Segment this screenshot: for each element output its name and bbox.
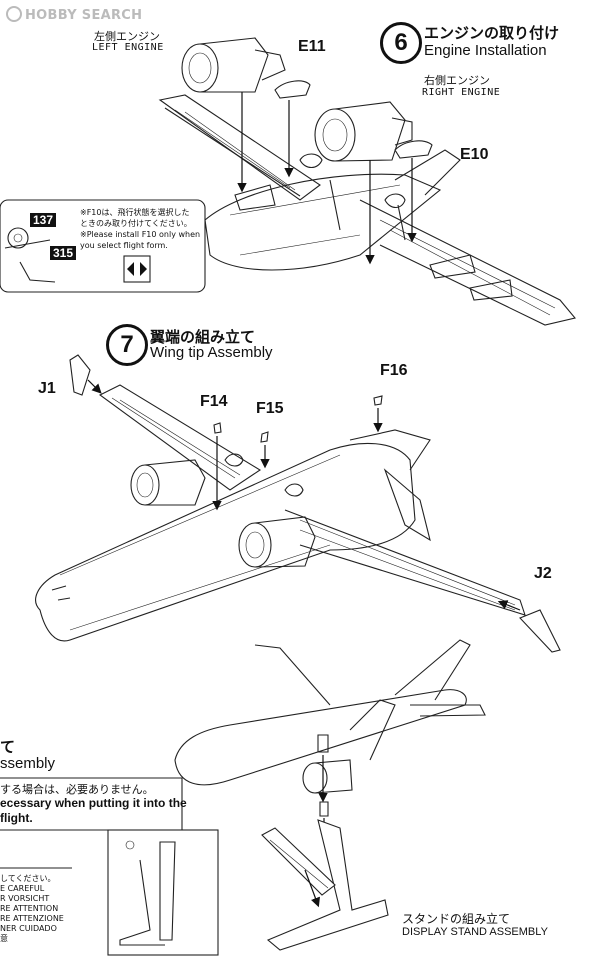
- hobby-search-logo-icon: [6, 6, 22, 22]
- part-label-f16: F16: [380, 362, 408, 379]
- step6-title-en: Engine Installation: [424, 42, 547, 59]
- prev-step-title-fragment-jp: て: [0, 738, 16, 756]
- flight-form-direction-icon: [123, 255, 151, 283]
- watermark-text: HOBBY SEARCH: [25, 8, 143, 23]
- step7-title-en: Wing tip Assembly: [150, 344, 273, 361]
- part-e10-drawing: [394, 140, 433, 159]
- warning-line-7: 意: [0, 934, 8, 943]
- left-engine-drawing: [181, 37, 286, 93]
- part-f14-drawing: [213, 422, 222, 434]
- right-engine-label-en: RIGHT ENGINE: [422, 87, 501, 98]
- step6-number: 6: [380, 22, 422, 64]
- left-engine-label-jp: 左側エンジン: [94, 30, 160, 43]
- watermark-logo: HOBBY SEARCH: [6, 6, 142, 23]
- stand-title-jp: スタンドの組み立て: [402, 912, 511, 926]
- f10-detail-drawing: [4, 227, 56, 283]
- part-label-f15: F15: [256, 400, 284, 417]
- step6-aircraft-drawing: [158, 94, 576, 326]
- left-engine-label-en: LEFT ENGINE: [92, 42, 164, 53]
- warning-line-4: RE ATTENTION: [0, 904, 59, 913]
- warning-line-6: NER CUIDADO: [0, 924, 57, 933]
- f10-note-jp-line2: ときのみ取り付けてください。: [80, 219, 192, 228]
- badge-137: 137: [30, 209, 57, 228]
- part-label-e11: E11: [298, 38, 326, 55]
- part-e11-drawing: [274, 80, 311, 99]
- part-f16-drawing: [373, 395, 383, 406]
- left-note-box: [0, 777, 183, 831]
- part-label-e10: E10: [460, 146, 489, 163]
- stand-runner-box: [107, 829, 219, 956]
- part-j1-drawing: [69, 354, 91, 396]
- step7-aircraft-drawing: [35, 384, 526, 642]
- warning-text-fragment: してください。 E CAREFUL R VORSICHT RE ATTENTIO…: [0, 874, 64, 944]
- step7-number: 7: [106, 324, 148, 366]
- left-note-en-2: flight.: [0, 811, 33, 825]
- f10-note-jp-line1: ※F10は、飛行状態を選択した: [80, 208, 190, 217]
- part-j2-drawing: [519, 609, 561, 653]
- warning-line-1: してください。: [0, 874, 56, 883]
- display-stand-drawing: [261, 819, 389, 951]
- right-engine-drawing: [314, 101, 413, 162]
- part-label-j2: J2: [534, 565, 552, 582]
- left-note-jp: する場合は、必要ありません。: [0, 783, 154, 796]
- finished-aircraft-drawing: [174, 639, 486, 838]
- f10-note-box: [0, 199, 206, 293]
- part-f15-drawing: [260, 431, 269, 443]
- warning-line-5: RE ATTENZIONE: [0, 914, 64, 923]
- warning-line-2: E CAREFUL: [0, 884, 45, 893]
- left-note-en-1: ecessary when putting it into the: [0, 796, 187, 810]
- warning-line-3: R VORSICHT: [0, 894, 50, 903]
- step7-title-jp: 翼端の組み立て: [150, 328, 256, 346]
- stand-title-en: DISPLAY STAND ASSEMBLY: [402, 926, 548, 938]
- f10-note-en-line2: you select flight form.: [80, 241, 168, 250]
- badge-315: 315: [50, 242, 77, 261]
- part-label-f14: F14: [200, 393, 228, 410]
- f10-note-text: ※F10は、飛行状態を選択した ときのみ取り付けてください。 ※Please i…: [80, 207, 202, 251]
- step6-title-jp: エンジンの取り付け: [424, 24, 560, 42]
- prev-step-title-fragment-en: ssembly: [0, 755, 56, 772]
- part-label-j1: J1: [38, 380, 56, 397]
- right-engine-label-jp: 右側エンジン: [424, 74, 490, 87]
- f10-note-en-line1: ※Please install F10 only when: [80, 230, 201, 239]
